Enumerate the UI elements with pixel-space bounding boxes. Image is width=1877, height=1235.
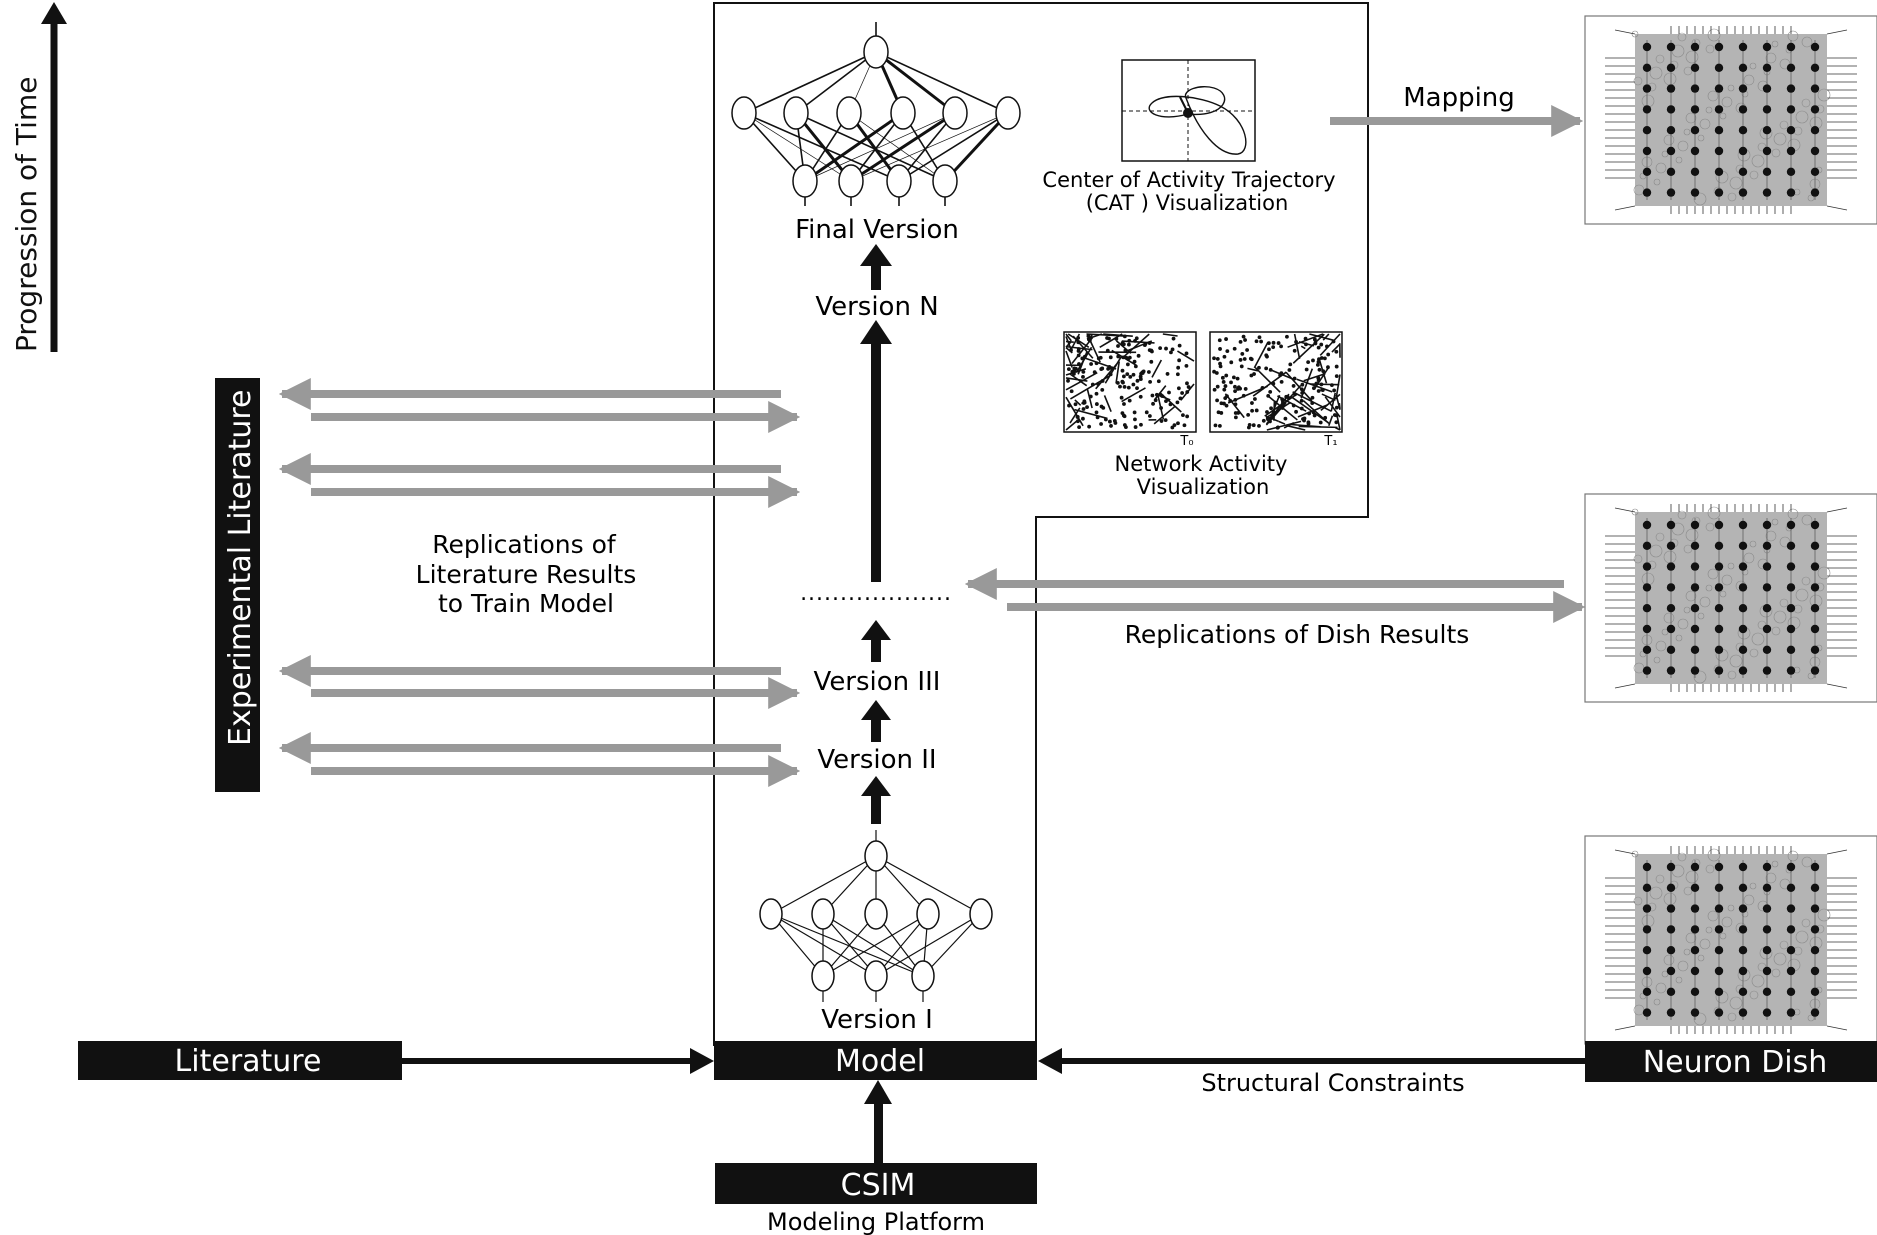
experimental-literature-bar bbox=[215, 378, 260, 792]
cat-visualization bbox=[1121, 59, 1256, 162]
network-version-1 bbox=[759, 830, 993, 1002]
final-version-label: Final Version bbox=[795, 215, 959, 245]
version-ellipsis: ................... bbox=[800, 581, 952, 606]
literature-to-model-arrow bbox=[402, 1048, 714, 1074]
progression-arrow bbox=[41, 2, 67, 352]
network-activity-t0 bbox=[1063, 331, 1197, 433]
csim-box bbox=[715, 1163, 1037, 1204]
network-activity-t1 bbox=[1209, 331, 1343, 433]
neuron-dish-box bbox=[1585, 1041, 1877, 1082]
version-3-label: Version III bbox=[814, 667, 941, 697]
model-label: Model bbox=[835, 1044, 925, 1079]
neuron-dish-image-bottom bbox=[1584, 835, 1877, 1045]
model-outline bbox=[713, 2, 1369, 1046]
replications-dish-label: Replications of Dish Results bbox=[1125, 620, 1470, 649]
version-2-label: Version II bbox=[817, 745, 936, 775]
network-final-version bbox=[731, 22, 1021, 206]
literature-arrows bbox=[278, 378, 801, 787]
experimental-literature-label: Experimental Literature bbox=[223, 390, 258, 746]
mapping-label: Mapping bbox=[1403, 83, 1515, 113]
dish-replication-arrows bbox=[964, 568, 1586, 623]
neuron-dish-image-middle bbox=[1584, 493, 1877, 703]
network-activity-line-1: Network Activity bbox=[1115, 452, 1288, 476]
dish-to-model-arrow bbox=[1038, 1048, 1585, 1074]
version-n-label: Version N bbox=[815, 292, 938, 322]
replications-literature-line-1: Replications of bbox=[432, 530, 617, 559]
cat-label-line-1: Center of Activity Trajectory bbox=[1042, 168, 1335, 192]
model-box bbox=[714, 1041, 1037, 1080]
literature-box bbox=[78, 1041, 402, 1080]
replications-literature-line-2: Literature Results bbox=[416, 560, 637, 589]
csim-to-model-arrow bbox=[864, 1080, 892, 1164]
literature-label: Literature bbox=[175, 1044, 322, 1079]
network-activity-line-2: Visualization bbox=[1137, 475, 1270, 499]
version-arrows bbox=[860, 244, 892, 824]
neuron-dish-label: Neuron Dish bbox=[1643, 1045, 1828, 1080]
modeling-platform-label: Modeling Platform bbox=[767, 1208, 985, 1235]
version-1-label: Version I bbox=[821, 1005, 933, 1035]
cat-label-line-2: (CAT ) Visualization bbox=[1086, 191, 1289, 215]
csim-label: CSIM bbox=[841, 1168, 916, 1203]
t1-label: T₁ bbox=[1323, 434, 1337, 449]
progression-label: Progression of Time bbox=[10, 77, 43, 352]
structural-constraints-label: Structural Constraints bbox=[1201, 1069, 1464, 1097]
replications-literature-line-3: to Train Model bbox=[438, 589, 614, 618]
t0-label: T₀ bbox=[1179, 434, 1193, 449]
neuron-dish-image-top bbox=[1584, 15, 1877, 225]
